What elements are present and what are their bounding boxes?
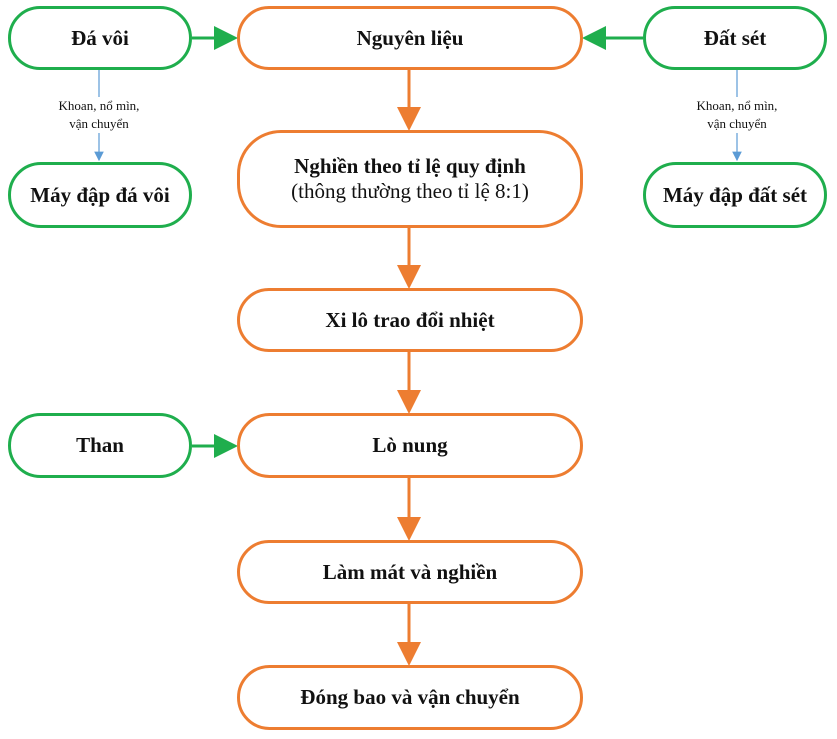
node-dat-set: Đất sét: [643, 6, 827, 70]
node-da-voi: Đá vôi: [8, 6, 192, 70]
edge-label-line: Khoan, nổ mìn,: [696, 98, 778, 113]
node-nghien: Nghiền theo tỉ lệ quy định (thông thường…: [237, 130, 583, 228]
edge-label-line: vận chuyển: [707, 116, 767, 131]
node-may-dap-dat-set: Máy đập đất sét: [643, 162, 827, 228]
node-lo-nung: Lò nung: [237, 413, 583, 478]
node-nguyen-lieu: Nguyên liệu: [237, 6, 583, 70]
node-dong-bao: Đóng bao và vận chuyển: [237, 665, 583, 730]
node-lam-mat: Làm mát và nghiền: [237, 540, 583, 604]
node-nghien-title: Nghiền theo tỉ lệ quy định: [294, 154, 526, 178]
node-xi-lo: Xi lô trao đổi nhiệt: [237, 288, 583, 352]
node-nghien-subtitle: (thông thường theo tỉ lệ 8:1): [291, 179, 529, 203]
edge-label-line: Khoan, nổ mìn,: [58, 98, 140, 113]
node-than: Than: [8, 413, 192, 478]
node-may-dap-da-voi: Máy đập đá vôi: [8, 162, 192, 228]
edge-label-right: Khoan, nổ mìn, vận chuyển: [677, 97, 797, 133]
edge-label-left: Khoan, nổ mìn, vận chuyển: [39, 97, 159, 133]
edge-label-line: vận chuyển: [69, 116, 129, 131]
